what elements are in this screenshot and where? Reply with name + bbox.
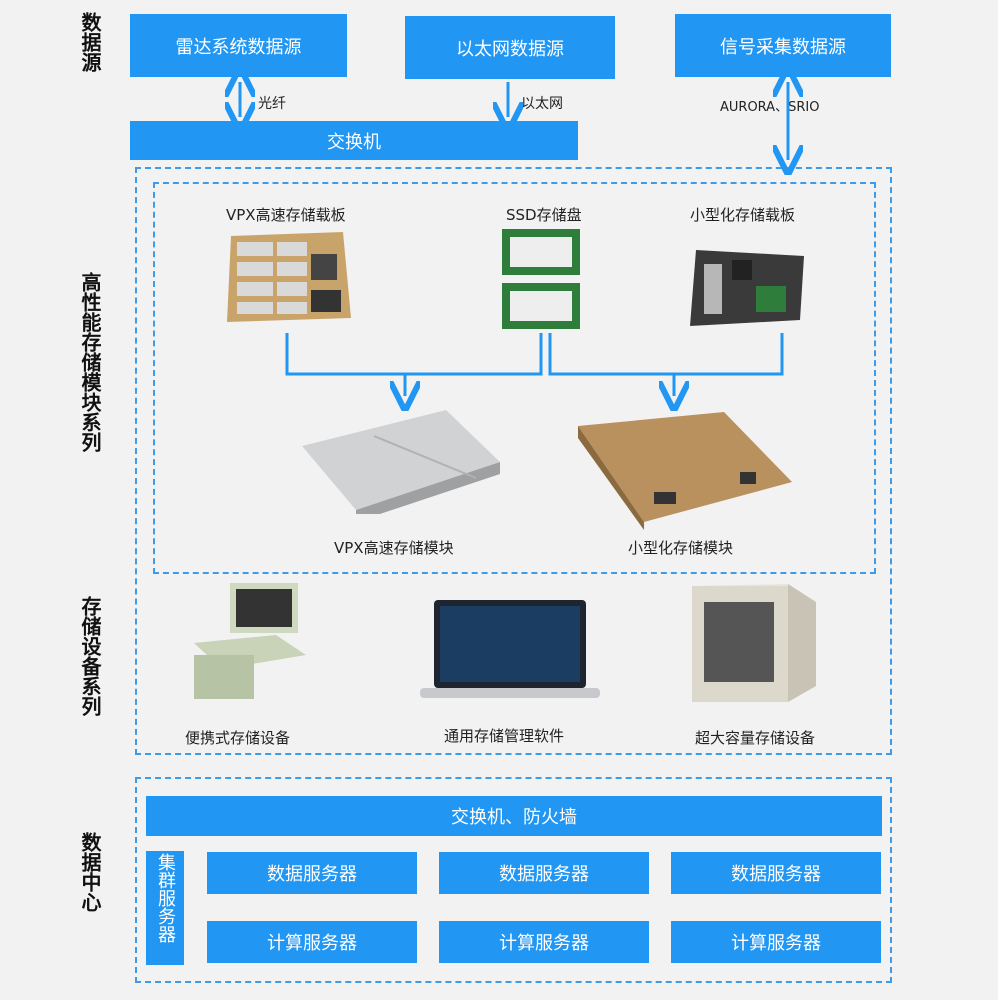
firewall-bar: 交换机、防火墙 — [146, 796, 882, 836]
compute-server-2: 计算服务器 — [439, 921, 649, 963]
vpx-module-image — [302, 410, 500, 514]
ethernet-source-box: 以太网数据源 — [405, 16, 615, 79]
vpx-board-caption: VPX高速存储载板 — [226, 206, 346, 224]
compute-server-label: 计算服务器 — [267, 933, 357, 954]
data-server-2: 数据服务器 — [439, 852, 649, 894]
ssd-image — [502, 229, 580, 329]
software-caption: 通用存储管理软件 — [444, 727, 565, 745]
signal-source-box: 信号采集数据源 — [675, 14, 891, 77]
vpx-module-caption: VPX高速存储模块 — [334, 539, 454, 557]
switch-label: 交换机 — [327, 131, 381, 153]
software-laptop-image — [420, 600, 600, 698]
large-device-image — [692, 584, 816, 702]
data-server-label: 数据服务器 — [267, 864, 357, 885]
section-label-storage-modules: 高性能存储模块系列 — [72, 272, 102, 452]
compute-server-label: 计算服务器 — [499, 933, 589, 954]
section-label-data-center: 数据中心 — [72, 832, 102, 912]
section-label-storage-devices: 存储设备系列 — [72, 596, 102, 716]
section-label-storage-devices-text: 存储设备系列 — [78, 596, 102, 716]
link-fiber-label: 光纤 — [258, 96, 286, 112]
data-server-label: 数据服务器 — [731, 864, 821, 885]
mini-module-image — [578, 412, 792, 530]
section-label-sources-text: 数据源 — [78, 12, 102, 72]
data-server-label: 数据服务器 — [499, 864, 589, 885]
portable-device-caption: 便携式存储设备 — [185, 729, 291, 747]
section-label-data-center-text: 数据中心 — [78, 832, 102, 912]
compute-server-1: 计算服务器 — [207, 921, 417, 963]
data-server-1: 数据服务器 — [207, 852, 417, 894]
data-server-3: 数据服务器 — [671, 852, 881, 894]
section-label-sources: 数据源 — [72, 12, 102, 72]
datacenter-frame — [135, 777, 892, 983]
switch-bar: 交换机 — [130, 121, 578, 160]
mini-module-caption: 小型化存储模块 — [628, 539, 734, 557]
firewall-label: 交换机、防火墙 — [451, 807, 577, 828]
mini-board-image — [690, 250, 804, 326]
ethernet-source-label: 以太网数据源 — [456, 38, 564, 60]
vpx-board-image — [227, 232, 351, 322]
portable-device-image — [194, 583, 306, 699]
signal-source-label: 信号采集数据源 — [720, 36, 846, 58]
ssd-caption: SSD存储盘 — [506, 206, 582, 224]
cluster-servers-box: 集群服务器 — [146, 851, 184, 965]
radar-source-box: 雷达系统数据源 — [130, 14, 347, 77]
large-device-caption: 超大容量存储设备 — [695, 729, 816, 747]
storage-modules-frame — [153, 182, 876, 574]
compute-server-3: 计算服务器 — [671, 921, 881, 963]
section-label-storage-modules-text: 高性能存储模块系列 — [78, 272, 102, 452]
cluster-servers-label: 集群服务器 — [155, 853, 176, 943]
radar-source-label: 雷达系统数据源 — [175, 36, 302, 58]
storage-outer-frame — [135, 167, 892, 755]
link-ethernet-label: 以太网 — [521, 96, 563, 112]
compute-server-label: 计算服务器 — [731, 933, 821, 954]
mini-board-caption: 小型化存储载板 — [690, 206, 796, 224]
